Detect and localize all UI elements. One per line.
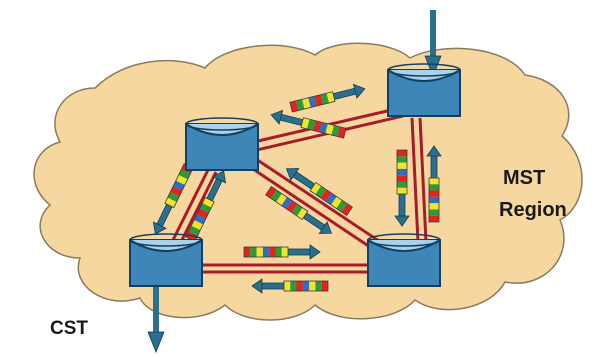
region-label-line2: Region bbox=[499, 199, 567, 221]
switch-top-left bbox=[185, 117, 259, 171]
link-bottom-left-bottom-right bbox=[200, 263, 370, 274]
switch-bottom-right bbox=[367, 233, 441, 287]
switch-top-right bbox=[387, 63, 461, 117]
link-top-right-bottom-right bbox=[410, 117, 428, 243]
external-link-top bbox=[424, 10, 442, 78]
region-label-line1: MST bbox=[503, 167, 546, 189]
link-top-left-bottom-right bbox=[243, 153, 386, 255]
switch-bottom-left bbox=[129, 233, 203, 287]
external-link-cst bbox=[147, 284, 165, 354]
cst-label: CST bbox=[50, 318, 88, 339]
link-top-left-bottom-left bbox=[166, 169, 218, 253]
